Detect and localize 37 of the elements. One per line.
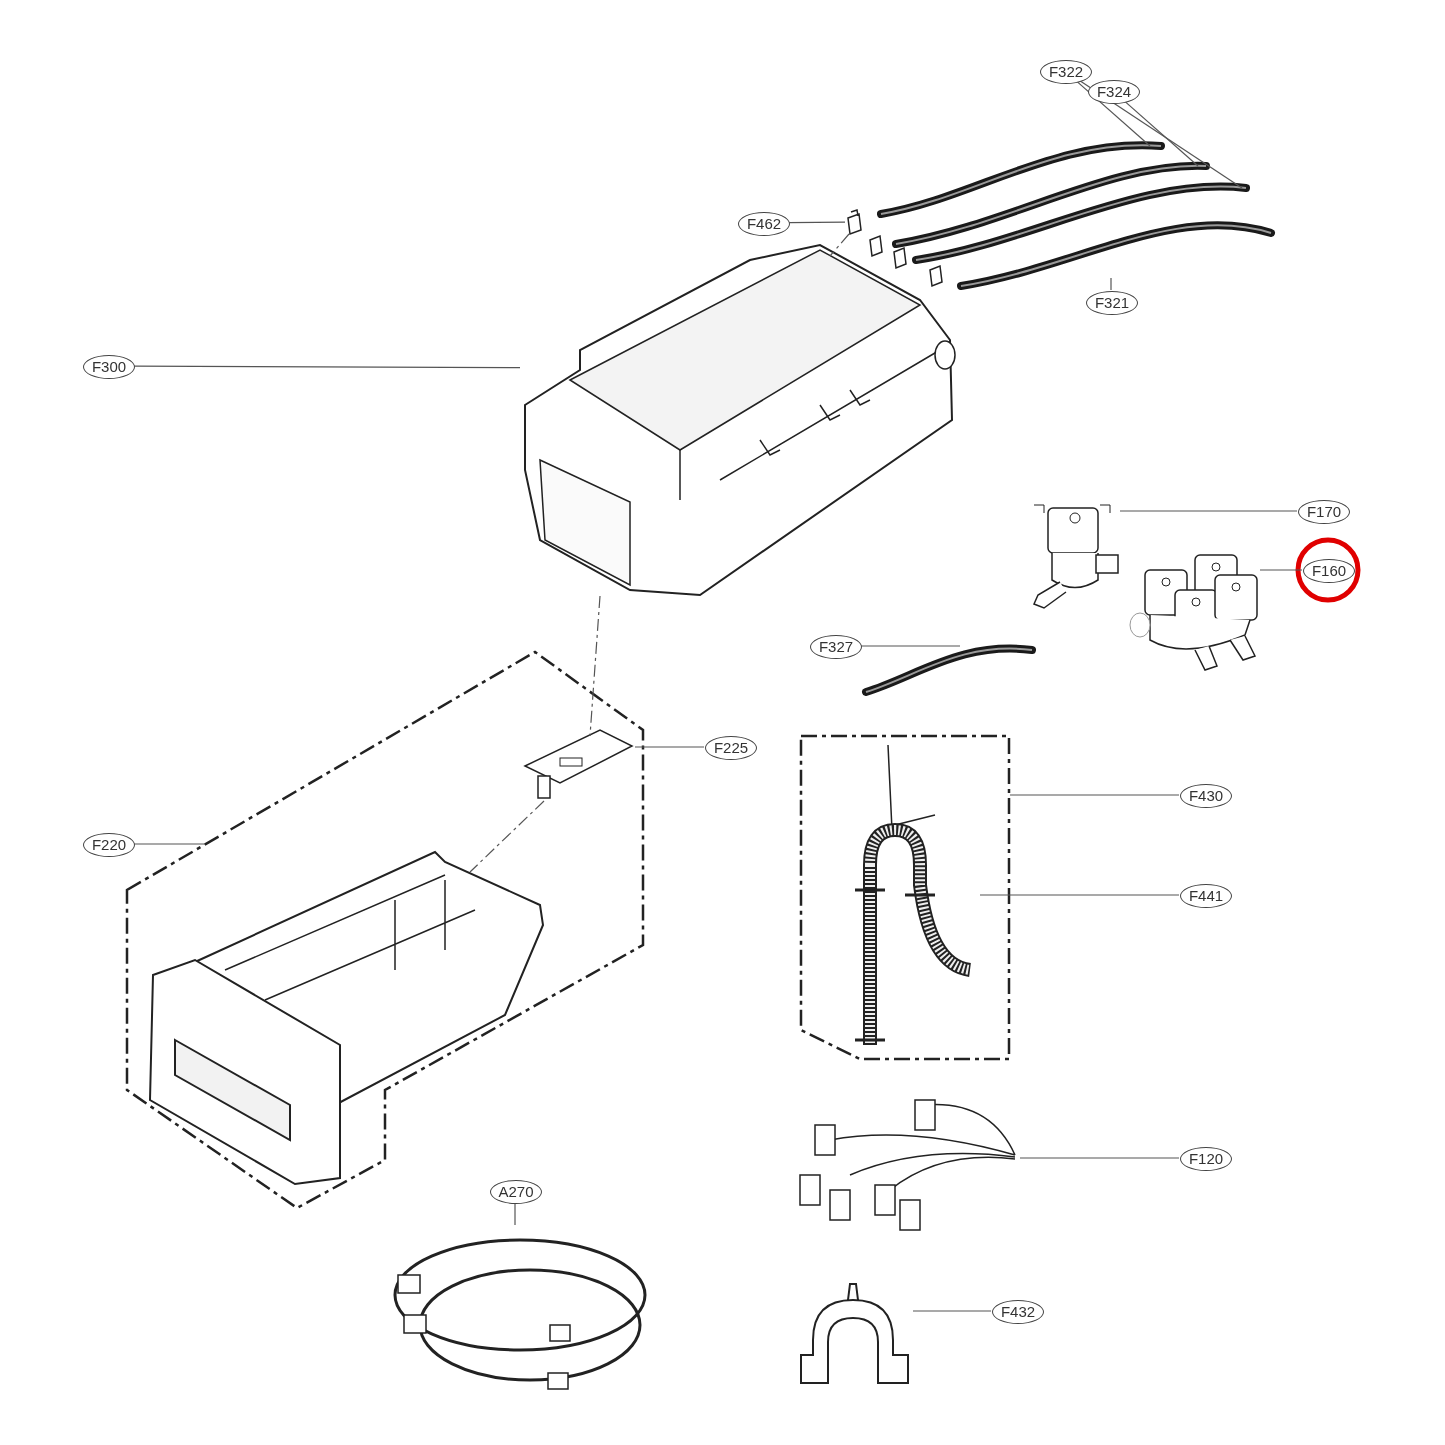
callout-number: F441: [1180, 884, 1232, 908]
leader-line: [1124, 101, 1199, 167]
leader-line: [514, 1202, 516, 1226]
dashed-group-frame: [800, 735, 1010, 1060]
leader-line: [1019, 1157, 1180, 1159]
assembly-line: [589, 595, 601, 737]
leader-line: [912, 1310, 992, 1312]
leader-line: [1079, 80, 1243, 189]
assembly-line: [469, 800, 545, 873]
callout-number: F120: [1180, 1147, 1232, 1171]
assembly-line: [829, 233, 850, 257]
callout-number: F300: [83, 355, 135, 379]
leader-line: [979, 894, 1180, 896]
hose-clamp-drawing: [845, 210, 863, 236]
leader-line: [860, 645, 961, 647]
callout-number: A270: [490, 1180, 542, 1204]
leader-line: [1076, 81, 1151, 147]
callout-number: F432: [992, 1300, 1044, 1324]
leader-line: [1119, 510, 1298, 512]
callout-number: F462: [738, 212, 790, 236]
callout-number: F170: [1298, 500, 1350, 524]
callout-number: F321: [1086, 291, 1138, 315]
callout-number: F220: [83, 833, 135, 857]
leader-line: [133, 365, 521, 369]
callout-number: F430: [1180, 784, 1232, 808]
callout-number: F225: [705, 736, 757, 760]
callout-number: F160: [1303, 559, 1355, 583]
callout-number: F322: [1040, 60, 1092, 84]
dashed-group-frame: [125, 650, 645, 1210]
leader-line: [634, 746, 705, 748]
callout-number: F327: [810, 635, 862, 659]
leader-line: [133, 843, 206, 845]
leader-line: [1110, 277, 1112, 291]
leader-line: [1009, 794, 1180, 796]
leader-line: [788, 221, 846, 224]
callout-number: F324: [1088, 80, 1140, 104]
leader-line: [1259, 569, 1303, 571]
